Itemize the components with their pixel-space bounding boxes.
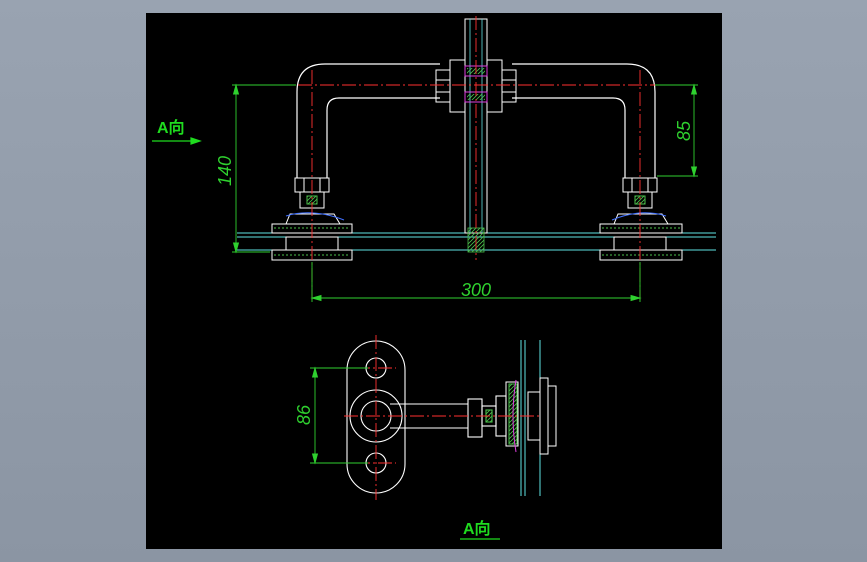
front-elevation: 140 85 300 A向 (152, 16, 716, 302)
dimension-85 (655, 83, 698, 178)
view-arrow (152, 137, 202, 145)
bracket-arm-right (512, 63, 656, 178)
centerlines-front (232, 16, 698, 300)
view-a: 86 A向 (294, 335, 557, 540)
view-label-bottom: A向 (463, 519, 491, 538)
dimension-140 (232, 83, 296, 254)
rod (390, 395, 507, 438)
glass-pane-vertical (520, 340, 541, 496)
dim-label-140: 140 (215, 156, 235, 186)
dimension-86 (310, 366, 368, 465)
dimension-300 (310, 262, 642, 302)
drawing-canvas: 140 85 300 A向 (146, 13, 722, 549)
view-label-top: A向 (157, 118, 185, 137)
spider-fitting-right (599, 177, 683, 261)
bracket-arm-left (296, 63, 440, 178)
dim-label-85: 85 (674, 120, 694, 141)
dim-label-300: 300 (461, 280, 491, 300)
dim-label-86: 86 (294, 404, 314, 425)
